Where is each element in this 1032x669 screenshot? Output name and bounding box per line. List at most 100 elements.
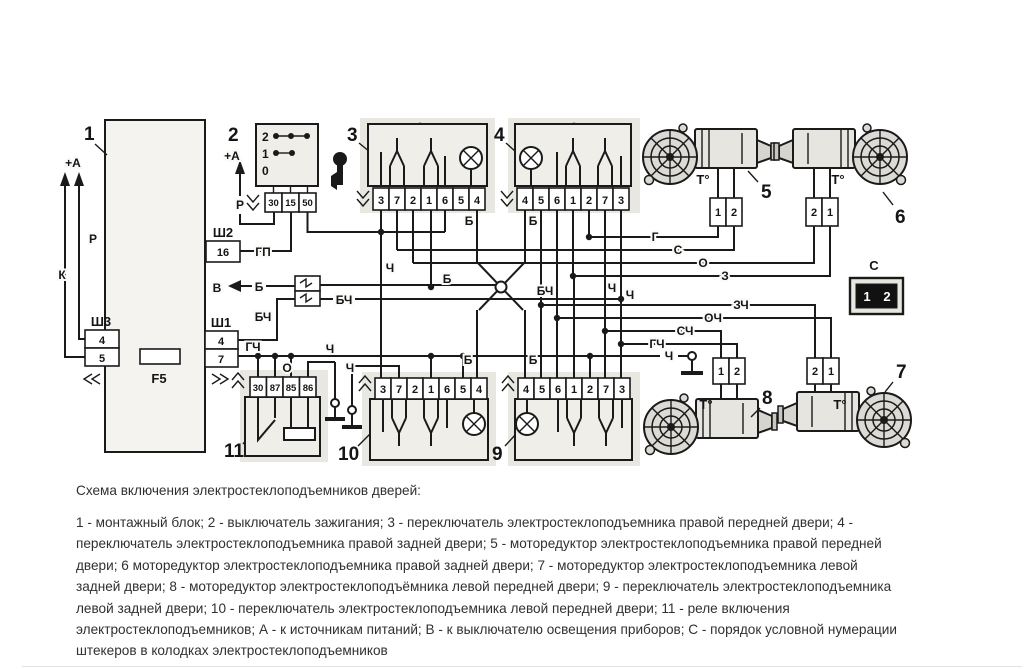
plug-numbering-legend: С 1 2 xyxy=(848,258,905,316)
pin-cell: 16 xyxy=(217,247,229,259)
caption-line: 1 - монтажный блок; 2 - выключатель зажи… xyxy=(76,515,854,530)
component-motor-rh-rear: Т° 6 2 1 xyxy=(773,123,908,228)
pin-cell: 3 xyxy=(378,195,384,207)
pin-cell: 1 xyxy=(718,366,724,378)
pin-cell: 5 xyxy=(539,384,545,396)
wire-label-gch: ГЧ xyxy=(245,340,260,354)
wiring xyxy=(60,160,832,426)
caption-line: двери; 6 моторедуктор электростеклоподъе… xyxy=(76,557,858,573)
pin-cell: 5 xyxy=(460,384,466,396)
pin-cell: 5 xyxy=(458,195,464,207)
thermal-label: Т° xyxy=(696,172,709,187)
wire-label-b: Б xyxy=(443,272,452,286)
wire-label-r: Р xyxy=(89,232,97,246)
plug-direction-icon xyxy=(211,373,230,385)
wire-label-bch: БЧ xyxy=(336,293,353,307)
wire-label-ch: Ч xyxy=(346,361,354,375)
plug-direction-icon xyxy=(501,374,515,392)
pin-cell: 6 xyxy=(442,195,448,207)
lamp-icon xyxy=(515,399,539,436)
component-motor-rh-front: Т° 5 1 2 xyxy=(642,123,777,227)
pin-cell: 1 xyxy=(570,195,576,207)
wire-label-r: Р xyxy=(236,198,244,212)
key-icon xyxy=(331,152,347,190)
bottom-divider xyxy=(22,666,1022,667)
component-ignition-switch: 2 2 1 0 30 15 50 xyxy=(228,123,347,213)
pin-cell: 3 xyxy=(619,384,625,396)
component-motor-lh-front: Т° 8 1 2 xyxy=(643,357,778,456)
pin-cell: 6 xyxy=(554,195,560,207)
pin-cell: 7 xyxy=(396,384,402,396)
plug-direction-icon xyxy=(246,194,260,212)
pin-cell: 2 xyxy=(883,289,890,304)
wire-label-ch: Ч xyxy=(608,281,616,295)
caption-line: переключатель электростеклоподъемника пр… xyxy=(76,536,882,552)
component-switch-rh-front: 3 3 7 2 1 6 5 4 xyxy=(347,123,488,211)
caption-title: Схема включения электростеклоподъемников… xyxy=(76,483,421,498)
pin-cell: 2 xyxy=(731,207,737,219)
wire-label-b: Б xyxy=(529,353,538,367)
plug-direction-icon xyxy=(358,374,372,392)
pin-cell: 15 xyxy=(285,198,296,209)
pin-cell: 2 xyxy=(734,366,740,378)
ignition-position: 0 xyxy=(262,164,269,178)
wire-label-gp: ГП xyxy=(255,245,270,259)
caption-line: задней двери; 8 - моторедуктор электрост… xyxy=(76,579,892,595)
wire-labels: +А Р К +А Р ГП В Б БЧ БЧ Б БЧ Б Б Б Б Ч … xyxy=(56,147,750,377)
pin-cell: 5 xyxy=(538,195,544,207)
wire-label-ch: Ч xyxy=(386,261,394,275)
pin-cell: 3 xyxy=(380,384,386,396)
wire-label-s: С xyxy=(674,243,683,257)
pin-cell: 4 xyxy=(99,335,106,347)
component-relay: 11 30 87 85 86 xyxy=(224,371,321,462)
pin-cell: 1 xyxy=(827,207,833,219)
thermal-label: Т° xyxy=(833,397,846,412)
ignition-position: 2 xyxy=(262,130,269,144)
pin-cell: 86 xyxy=(303,383,314,394)
component-switch-lh-rear: 9 4 5 6 1 2 7 3 xyxy=(492,374,633,465)
fuse-f5 xyxy=(139,348,181,365)
connector-sh1: Ш1 4 7 xyxy=(204,315,239,385)
wire-label-gch: ГЧ xyxy=(649,337,664,351)
pin-cell: 30 xyxy=(253,383,264,394)
wire-label-zch: ЗЧ xyxy=(733,298,749,312)
wire-label-b: Б xyxy=(464,353,473,367)
pin-cell: 1 xyxy=(426,195,432,207)
ignition-position: 1 xyxy=(262,147,269,161)
connector-label: Ш3 xyxy=(91,314,111,329)
component-switch-rh-rear: 4 4 5 6 1 2 7 3 xyxy=(494,123,632,211)
wire-label-g: Г xyxy=(652,230,659,244)
pin-cell: 50 xyxy=(302,198,313,209)
pin-strip: 4 5 6 1 2 7 3 xyxy=(517,377,631,400)
component-number: 10 xyxy=(338,444,359,465)
pin-cell: 1 xyxy=(571,384,577,396)
component-number: 6 xyxy=(895,207,906,228)
connector-sh2: Ш2 16 xyxy=(205,225,241,263)
wire-cross-node xyxy=(494,280,508,294)
thermal-label: Т° xyxy=(699,397,712,412)
component-number: 1 xyxy=(84,124,95,145)
component-number: 2 xyxy=(228,125,239,146)
pin-cell: 4 xyxy=(476,384,483,396)
thermal-label: Т° xyxy=(831,172,844,187)
wire-label-ch: Ч xyxy=(326,342,334,356)
component-number: 5 xyxy=(761,182,772,203)
lamp-icon xyxy=(462,399,486,436)
caption-line: левой задней двери; 10 - переключатель э… xyxy=(76,600,790,616)
pin-cell: 2 xyxy=(811,207,817,219)
pin-cell: 2 xyxy=(410,195,416,207)
component-switch-lh-front: 10 3 7 2 1 6 5 4 xyxy=(338,374,489,465)
connector-label: Ш1 xyxy=(211,315,231,330)
pin-cell: 4 xyxy=(522,195,529,207)
pin-cell: 30 xyxy=(268,198,279,209)
pin-strip: 30 87 85 86 xyxy=(249,376,317,398)
pin-strip: 4 5 6 1 2 7 3 xyxy=(516,187,630,211)
connector-label: Ш2 xyxy=(213,225,233,240)
wire-label-bch: БЧ xyxy=(255,310,272,324)
pin-cell: 85 xyxy=(286,383,297,394)
wire-label-och: ОЧ xyxy=(704,311,722,325)
pin-cell: 6 xyxy=(555,384,561,396)
pin-cell: 1 xyxy=(715,207,721,219)
fuse-label: F5 xyxy=(151,371,166,386)
pin-cell: 87 xyxy=(270,383,281,394)
